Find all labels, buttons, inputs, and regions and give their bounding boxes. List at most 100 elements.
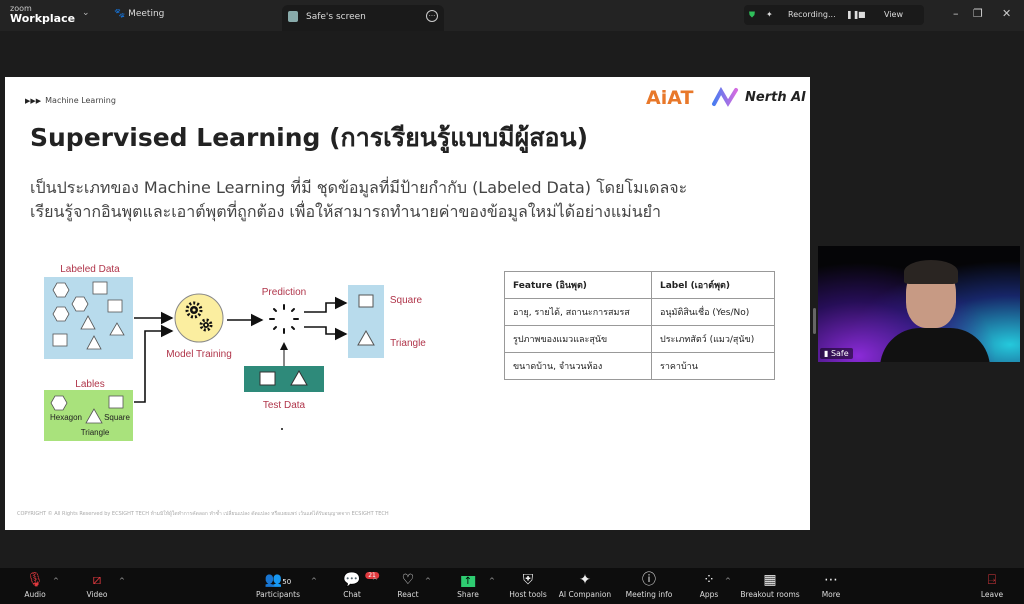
ai-sparkle-icon[interactable]: ✦ <box>766 10 773 19</box>
share-button[interactable]: ↑Share <box>457 570 479 599</box>
triangle-shape <box>290 369 308 386</box>
triangle-shape <box>357 329 375 346</box>
chat-caret[interactable]: ^ <box>372 577 378 585</box>
labeled-data-label: Labeled Data <box>60 264 120 275</box>
square-shape <box>108 395 124 409</box>
participant-video[interactable]: ▮ Safe <box>818 246 1020 362</box>
hexagon-caption: Hexagon <box>50 413 82 422</box>
share-icon: ↑ <box>457 570 479 590</box>
chat-badge: 21 <box>365 572 379 579</box>
hexagon-shape <box>52 282 70 298</box>
output-triangle-label: Triangle <box>390 338 426 349</box>
gears-icon <box>185 301 213 332</box>
mic-muted-icon: 🎙 <box>26 572 44 588</box>
lables-label: Lables <box>75 379 104 390</box>
signal-icon: ▮ <box>824 349 829 358</box>
resize-handle[interactable] <box>813 308 816 334</box>
triangle-shape <box>80 315 96 330</box>
view-button[interactable]: View <box>884 10 903 19</box>
shield-icon: ⛨ <box>522 572 534 588</box>
close-button[interactable]: ✕ <box>1002 7 1012 20</box>
participants-caret[interactable]: ^ <box>311 577 317 585</box>
participant-name: ▮ Safe <box>820 348 853 359</box>
arrow <box>304 296 348 313</box>
leave-button[interactable]: ⍈Leave <box>980 572 1004 599</box>
breadcrumb: ▶▶▶Machine Learning <box>25 96 116 105</box>
model-circle <box>174 293 224 343</box>
hexagon-shape <box>52 306 70 322</box>
square-shape <box>92 281 108 295</box>
table-header: Feature (อินพุต)Label (เอาต์พุต) <box>504 271 775 299</box>
hexagon-shape <box>71 296 89 312</box>
maximize-button[interactable]: ❐ <box>973 7 983 20</box>
feature-label-table: Feature (อินพุต)Label (เอาต์พุต) อายุ, ร… <box>504 271 775 380</box>
copyright-text: COPYRIGHT © All Rights Reserved by ECSIG… <box>17 511 389 517</box>
square-shape <box>107 299 123 313</box>
triangle-shape <box>85 408 103 424</box>
more-icon: ⋯ <box>824 572 838 588</box>
more-button[interactable]: ⋯More <box>821 572 841 599</box>
dot <box>281 428 283 430</box>
square-shape <box>358 294 374 308</box>
heart-icon: ♡ <box>401 572 415 588</box>
table-row: อายุ, รายได้, สถานะการสมรสอนุมัติสินเชื่… <box>504 298 775 326</box>
video-button[interactable]: ⧄Video <box>86 572 108 599</box>
info-icon: ⓘ <box>641 572 656 588</box>
screen-icon <box>288 11 298 22</box>
apps-caret[interactable]: ^ <box>725 577 731 585</box>
aiat-logo: AiAT <box>646 87 694 109</box>
hexagon-shape <box>50 395 68 411</box>
nerth-ai-logo-icon <box>712 87 738 107</box>
screen-share-tab[interactable]: Safe's screen ··· <box>282 5 444 31</box>
chevron-down-icon[interactable]: ⌄ <box>82 8 90 18</box>
meeting-menu[interactable]: 🐾 Meeting <box>114 9 165 19</box>
labeled-shapes <box>52 281 125 350</box>
model-training-label: Model Training <box>166 349 232 360</box>
participants-icon: 👥50 <box>264 572 292 588</box>
triangle-caption: Triangle <box>81 428 110 437</box>
minimize-button[interactable]: – <box>953 7 959 20</box>
host-tools-button[interactable]: ⛨Host tools <box>509 572 547 599</box>
pause-recording-button[interactable]: ❚❚ <box>846 10 860 19</box>
share-caret[interactable]: ^ <box>489 577 495 585</box>
tab-title: Safe's screen <box>306 12 366 22</box>
react-caret[interactable]: ^ <box>425 577 431 585</box>
person-hair <box>904 260 958 284</box>
grid-icon: ▦ <box>763 572 777 588</box>
person-body <box>880 328 990 362</box>
arrow <box>304 326 348 341</box>
square-shape <box>259 371 276 386</box>
slide-title: Supervised Learning (การเรียนรู้แบบมีผู้… <box>30 123 589 152</box>
nerth-ai-logo-text: Nerth AI <box>745 90 807 105</box>
video-options-caret[interactable]: ^ <box>119 577 125 585</box>
prediction-label: Prediction <box>262 287 306 298</box>
breakout-rooms-button[interactable]: ▦Breakout rooms <box>740 572 800 599</box>
recording-bar: ⛊ ✦ Recording... ❚❚ ■ View <box>744 5 924 25</box>
apps-button[interactable]: ⁘Apps <box>699 572 719 599</box>
chat-icon: 💬 <box>343 572 361 588</box>
ai-companion-button[interactable]: ✦AI Companion <box>558 572 612 599</box>
shield-icon: ⛊ <box>749 10 755 19</box>
slide-description: เป็นประเภทของ Machine Learning ที่มี ชุด… <box>30 178 688 221</box>
stop-recording-button[interactable]: ■ <box>858 10 866 19</box>
arrows-icon: ▶▶▶ <box>25 97 42 105</box>
table-row: ขนาดบ้าน, จำนวนห้องราคาบ้าน <box>504 352 775 380</box>
square-shape <box>52 333 68 347</box>
table-row: รูปภาพของแมวและสุนัขประเภทสัตว์ (แมว/สุน… <box>504 325 775 353</box>
video-off-icon: ⧄ <box>92 572 102 588</box>
arrow <box>134 324 174 403</box>
recording-status: Recording... <box>788 10 836 19</box>
test-data-box <box>244 366 324 392</box>
audio-button[interactable]: 🎙Audio <box>24 572 46 599</box>
audio-options-caret[interactable]: ^ <box>53 577 59 585</box>
sparkle-icon: ✦ <box>579 572 591 588</box>
react-button[interactable]: ♡React <box>397 572 419 599</box>
more-options-icon[interactable]: ··· <box>426 10 438 22</box>
